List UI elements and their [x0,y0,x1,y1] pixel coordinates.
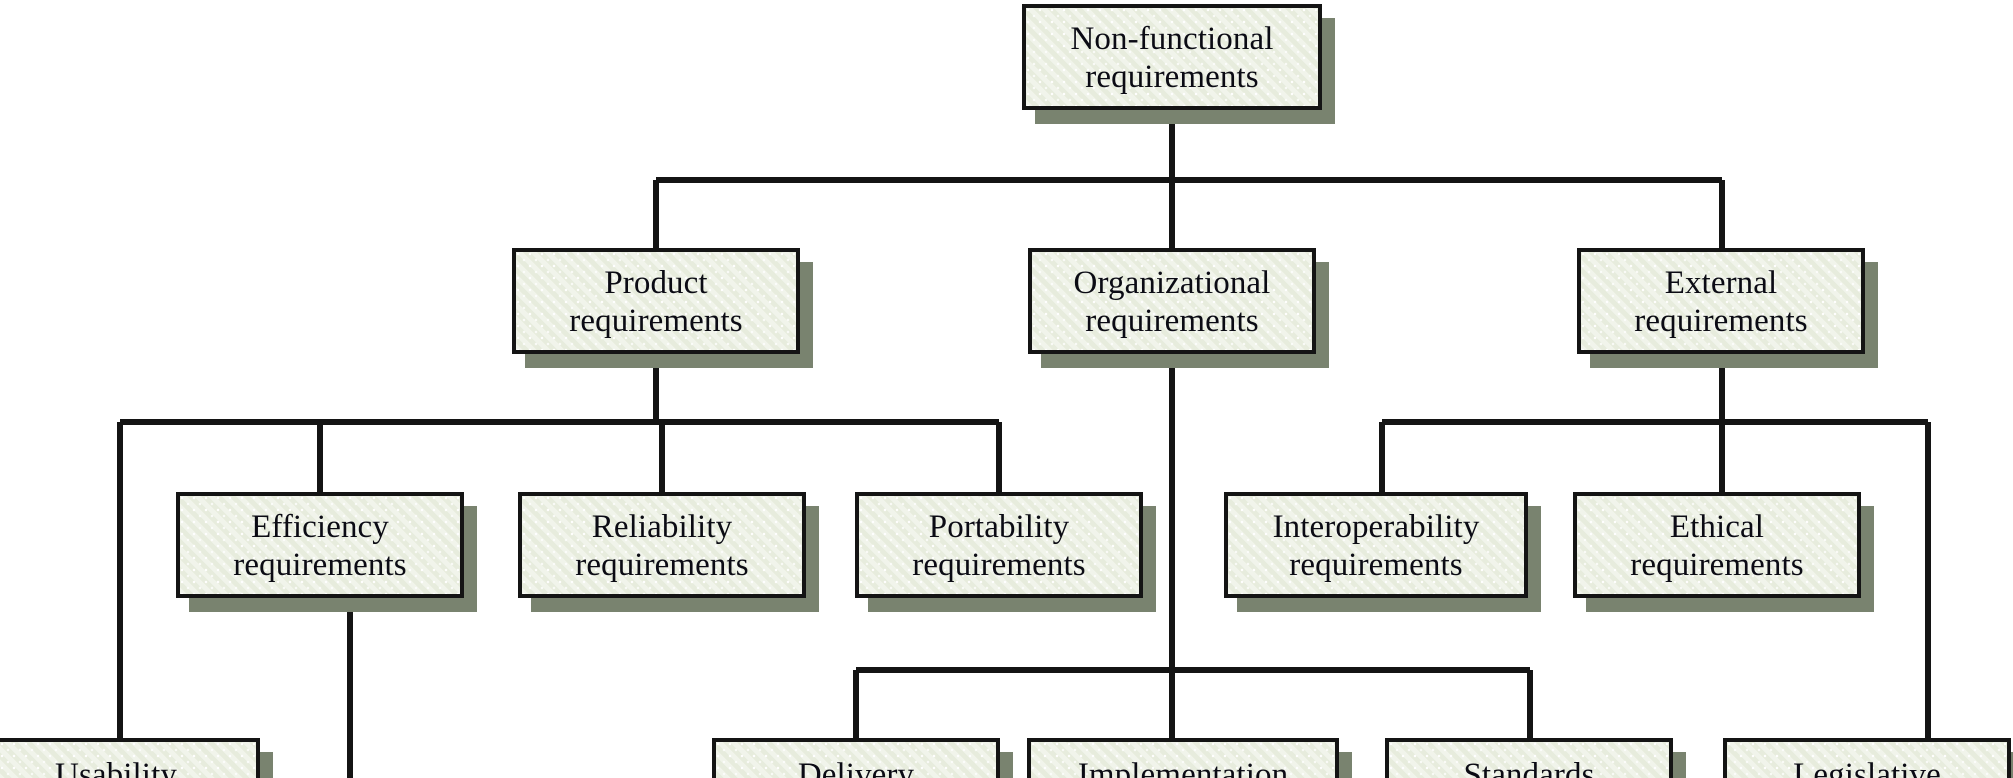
node-interoperability-label-line-2: requirements [1289,547,1463,583]
node-standards-label-line-1: Standards [1463,757,1595,778]
node-delivery-label-line-1: Delivery [797,757,915,778]
node-usability-label-line-1: Usability [55,757,177,778]
node-ethical-label-line-2: requirements [1630,547,1804,583]
node-portability-label-line-2: requirements [912,547,1086,583]
node-external-label-line-2: requirements [1634,303,1808,339]
node-implementation: Implementation [1027,738,1339,778]
node-implementation-label-line-1: Implementation [1077,757,1289,778]
node-external-label-line-1: External [1664,264,1778,301]
node-organizational-label-line-1: Organizational [1073,264,1271,301]
node-delivery: Delivery [712,738,1000,778]
node-standards: Standards [1385,738,1673,778]
node-efficiency-label-line-2: requirements [233,547,407,583]
node-product-label-line-2: requirements [569,303,743,339]
node-usability: Usability [0,738,260,778]
node-reliability-label-line-2: requirements [575,547,749,583]
node-portability-label-line-1: Portability [928,508,1070,545]
node-interoperability-label-line-1: Interoperability [1272,508,1480,545]
node-organizational-label-line-2: requirements [1085,303,1259,339]
node-reliability-label-line-1: Reliability [591,508,733,545]
node-efficiency-label-line-1: Efficiency [251,508,389,545]
node-product-label-line-1: Product [604,264,708,301]
node-root-label-line-1: Non-functional [1070,20,1274,57]
node-root-label-line-2: requirements [1085,59,1259,95]
node-legislative-label-line-1: Legislative [1793,757,1941,778]
node-legislative: Legislative [1723,738,2011,778]
node-ethical-label-line-1: Ethical [1669,508,1765,545]
